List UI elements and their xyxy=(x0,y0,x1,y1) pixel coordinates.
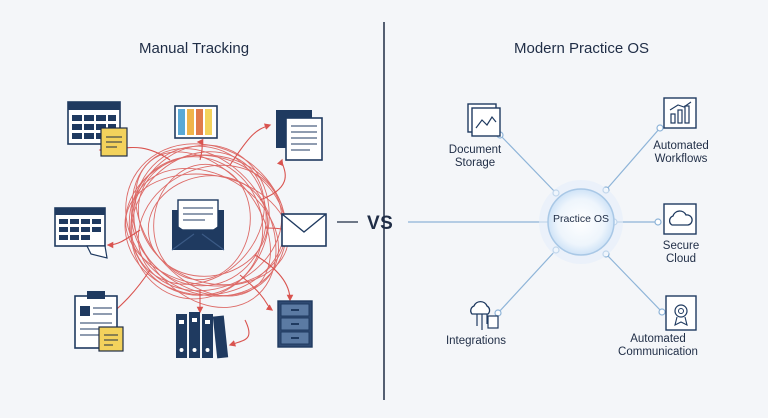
mail-envelope-icon xyxy=(281,213,327,247)
automated-communication-icon xyxy=(665,295,697,331)
binders-row-icon xyxy=(176,312,229,359)
vs-label: VS xyxy=(367,213,394,234)
sticky-note-icon-2 xyxy=(98,326,124,352)
integrations-label: Integrations xyxy=(445,335,507,347)
secure-cloud-icon xyxy=(663,203,697,235)
document-storage-icon xyxy=(467,103,501,137)
automated-workflows-icon xyxy=(663,97,697,129)
modern-practice-os-title: Modern Practice OS xyxy=(514,40,650,57)
spreadsheet-icon-2 xyxy=(54,207,108,259)
hub-circle xyxy=(547,188,615,256)
tangle-scribble xyxy=(124,143,289,308)
integrations-icon xyxy=(470,300,499,330)
practice-os-hub-label: Practice OS xyxy=(552,213,610,225)
filing-cabinet-icon xyxy=(277,300,313,348)
manual-tracking-title: Manual Tracking xyxy=(139,40,250,57)
center-envelope-icon xyxy=(171,199,225,251)
sticky-note-icon xyxy=(100,127,128,157)
document-storage-label: Document Storage xyxy=(448,144,502,169)
automated-workflows-label: Automated Workflows xyxy=(653,140,709,165)
automated-communication-label: Automated Communication xyxy=(618,333,698,358)
binders-icon xyxy=(174,105,218,139)
documents-stack-icon xyxy=(276,110,323,161)
secure-cloud-label: Secure Cloud xyxy=(662,240,700,265)
